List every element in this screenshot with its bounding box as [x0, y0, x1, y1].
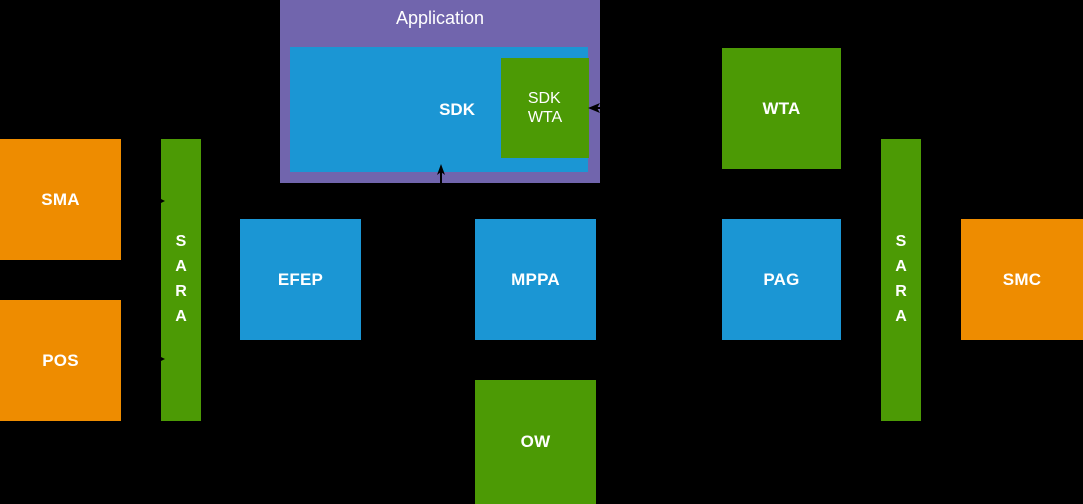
application-container[interactable]: Application SDK SDK WTA	[280, 0, 600, 183]
sdk-label: SDK	[439, 99, 475, 119]
node-sara-right[interactable]: S A R A	[881, 139, 921, 421]
node-pos[interactable]: POS	[0, 300, 121, 421]
node-sara-left[interactable]: S A R A	[161, 139, 201, 421]
node-pag[interactable]: PAG	[722, 219, 841, 340]
node-mppa[interactable]: MPPA	[475, 219, 596, 340]
sdk-box[interactable]: SDK SDK WTA	[290, 47, 589, 172]
node-ow[interactable]: OW	[475, 380, 596, 504]
sdk-wta-box[interactable]: SDK WTA	[501, 58, 589, 158]
node-smc[interactable]: SMC	[961, 219, 1083, 340]
application-title: Application	[395, 8, 485, 28]
node-sma[interactable]: SMA	[0, 139, 121, 260]
node-efep[interactable]: EFEP	[240, 219, 361, 340]
node-wta[interactable]: WTA	[722, 48, 841, 169]
